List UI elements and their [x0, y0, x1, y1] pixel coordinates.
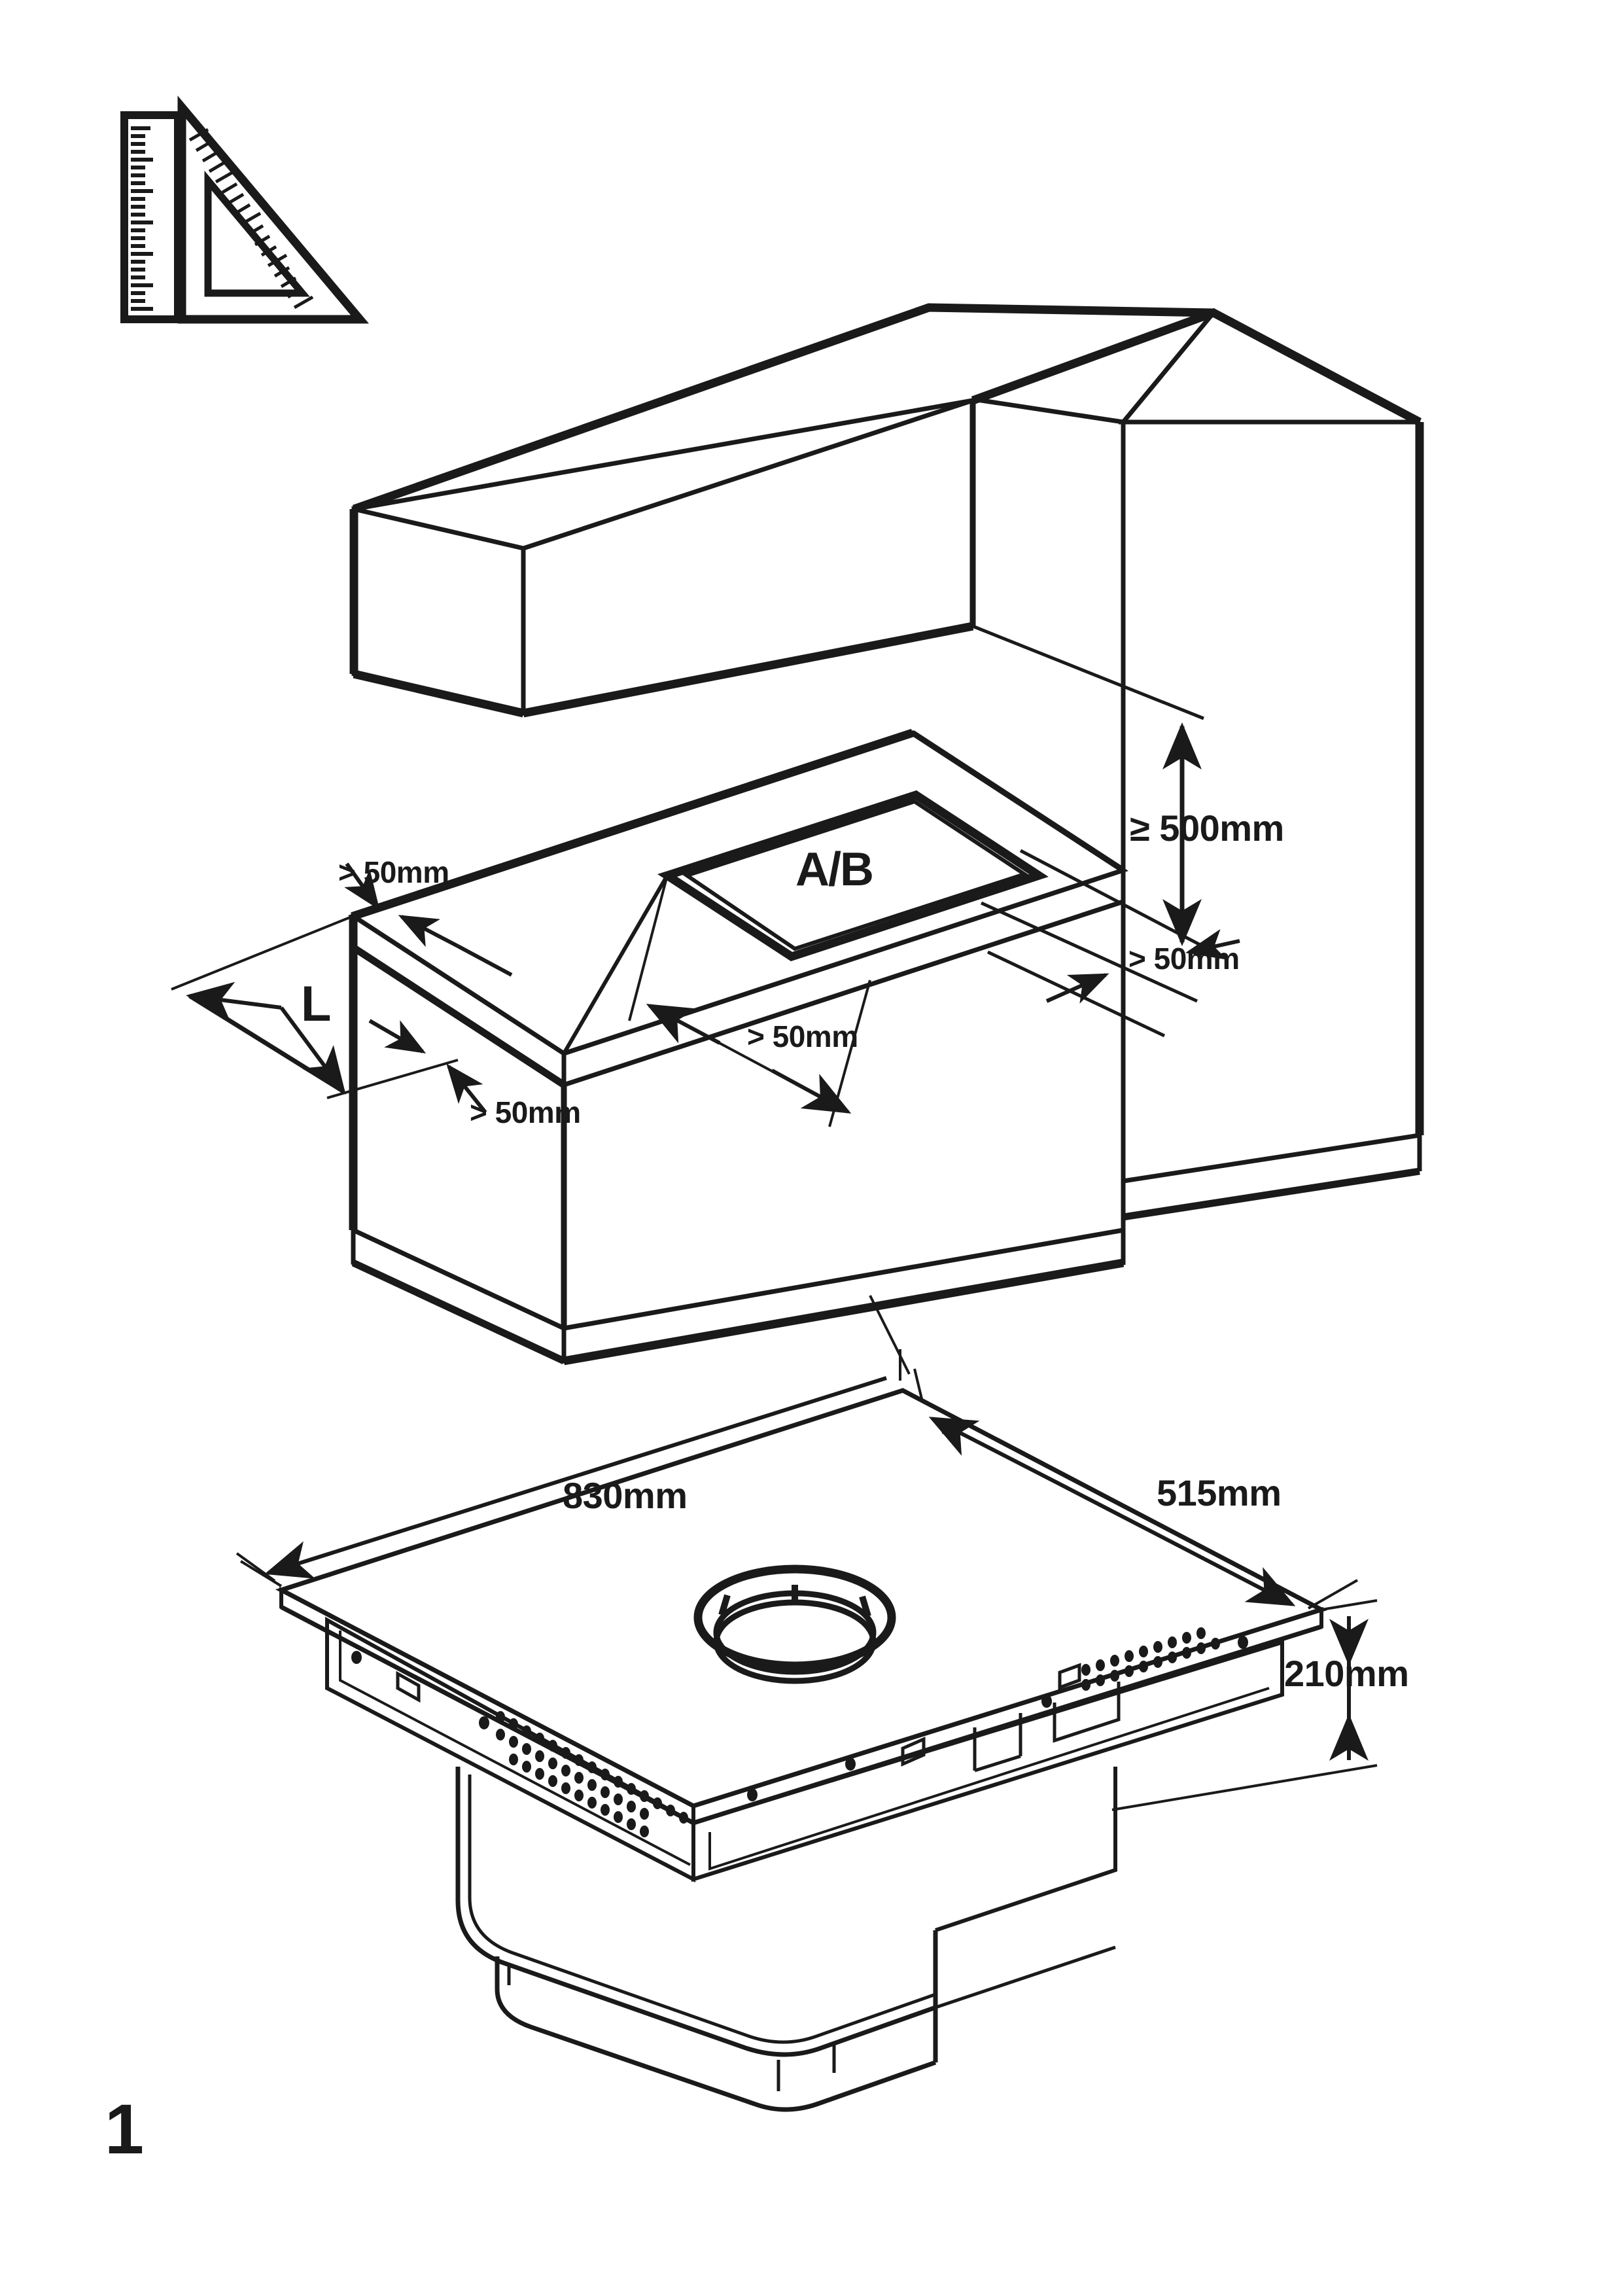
ruler-ticks: [131, 126, 153, 311]
tall-cabinet-column: [971, 308, 1424, 1221]
depth-dimension-label: 515mm: [1157, 1472, 1282, 1513]
clearance-label-front: > 50mm: [747, 1019, 858, 1053]
hob-glass-top: [275, 1388, 1328, 1826]
vent-perforations-left: [496, 1711, 688, 1837]
clearance-label-hood-height: ≥ 500mm: [1130, 807, 1284, 849]
upper-wall-cabinet: [349, 303, 1215, 718]
clearance-label-rear-left: > 50mm: [338, 855, 449, 889]
kitchen-cabinet-installation-isometric: [171, 303, 1424, 1366]
clearance-label-right-side: > 50mm: [1128, 942, 1240, 976]
page-number: 1: [105, 2089, 144, 2168]
downdraft-extractor-hob-dimensions: [236, 1295, 1378, 2112]
depth-label-L: L: [301, 976, 331, 1032]
installation-dimension-arrows: [171, 624, 1240, 1127]
product-dimension-arrows: [236, 1295, 1378, 1811]
width-dimension-label: 830mm: [563, 1475, 688, 1516]
height-dimension-label: 210mm: [1284, 1653, 1409, 1694]
clearance-label-side: > 50mm: [470, 1095, 581, 1129]
vent-perforations-right: [1081, 1627, 1220, 1691]
set-square-ticks: [188, 128, 314, 309]
mounting-holes: [351, 1636, 1248, 1801]
motor-housing: [455, 1682, 1121, 2112]
base-cabinet-worktop: [347, 728, 1129, 1366]
ruler-and-set-square-icon: [120, 96, 369, 324]
cooktop-cutout-AB: [657, 790, 1049, 962]
extractor-inlet-ring: [693, 1564, 896, 1684]
cooktop-label-ab: A/B: [795, 843, 874, 896]
hob-chassis-frame: [325, 1616, 1284, 1882]
